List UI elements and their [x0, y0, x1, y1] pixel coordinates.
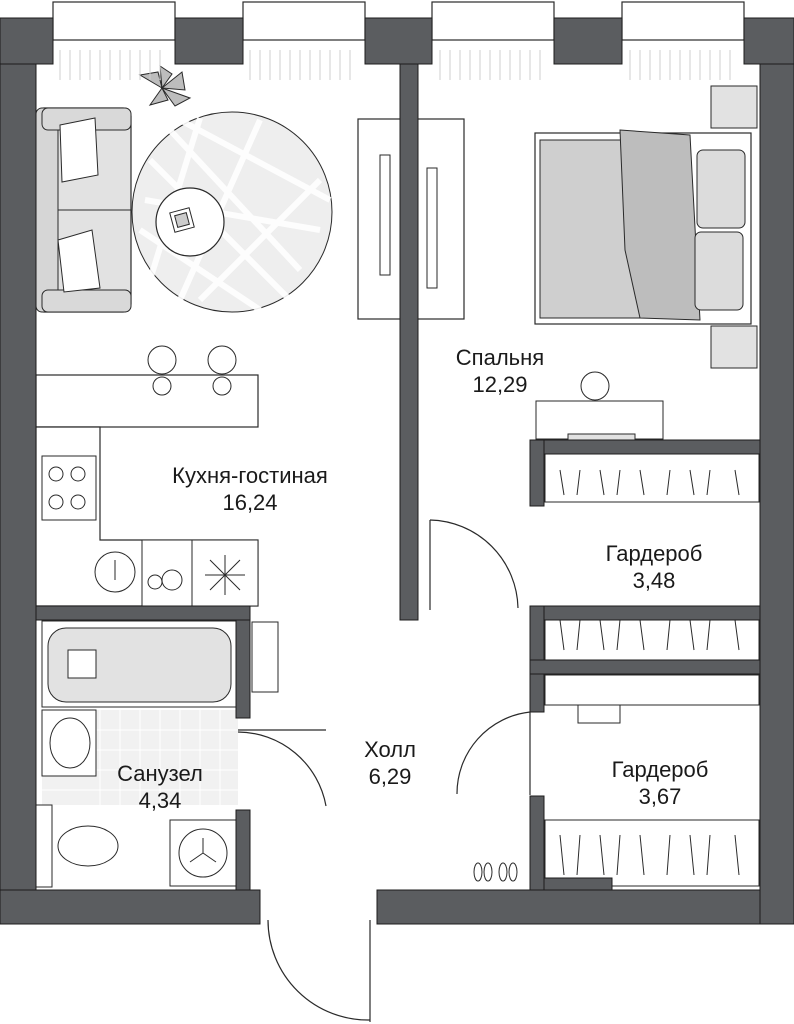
room-name: Спальня [455, 345, 545, 370]
chair-icon [147, 345, 237, 396]
bathtub-icon [41, 620, 279, 708]
toilet-icon [35, 804, 119, 888]
fridge-icon [191, 539, 259, 607]
room-name: Кухня-гостиная [172, 463, 328, 488]
room-name: Гардероб [611, 757, 709, 782]
bed-icon [534, 85, 758, 369]
shoes-icon [473, 862, 518, 882]
chair-icon [535, 371, 664, 441]
room-area: 16,24 [222, 490, 278, 515]
plant-icon [138, 65, 192, 107]
room-area: 4,34 [138, 788, 182, 813]
room-label-bathroom: Санузел 4,34 [90, 760, 230, 814]
room-area: 12,29 [472, 372, 528, 397]
washbasin-icon [41, 709, 97, 777]
room-area: 3,48 [632, 568, 676, 593]
room-label-wardrobe1: Гардероб 3,48 [554, 540, 754, 594]
door [237, 519, 531, 1022]
dishwasher-icon [141, 539, 193, 607]
room-name: Санузел [117, 761, 203, 786]
round-rug-icon [131, 111, 333, 313]
washing-machine-icon [169, 819, 237, 887]
stove-icon [41, 455, 97, 521]
room-area: 6,29 [368, 764, 412, 789]
room-label-bedroom: Спальня 12,29 [400, 344, 600, 398]
sink-icon [94, 551, 136, 593]
sofa-icon [35, 107, 132, 313]
room-name: Гардероб [605, 541, 703, 566]
walls [0, 17, 794, 925]
coffee-table-icon [155, 187, 225, 257]
room-label-kitchen: Кухня-гостиная 16,24 [120, 462, 380, 516]
room-name: Холл [364, 737, 416, 762]
room-label-wardrobe2: Гардероб 3,67 [560, 756, 760, 810]
room-area: 3,67 [638, 784, 682, 809]
room-label-hall: Холл 6,29 [320, 736, 460, 790]
